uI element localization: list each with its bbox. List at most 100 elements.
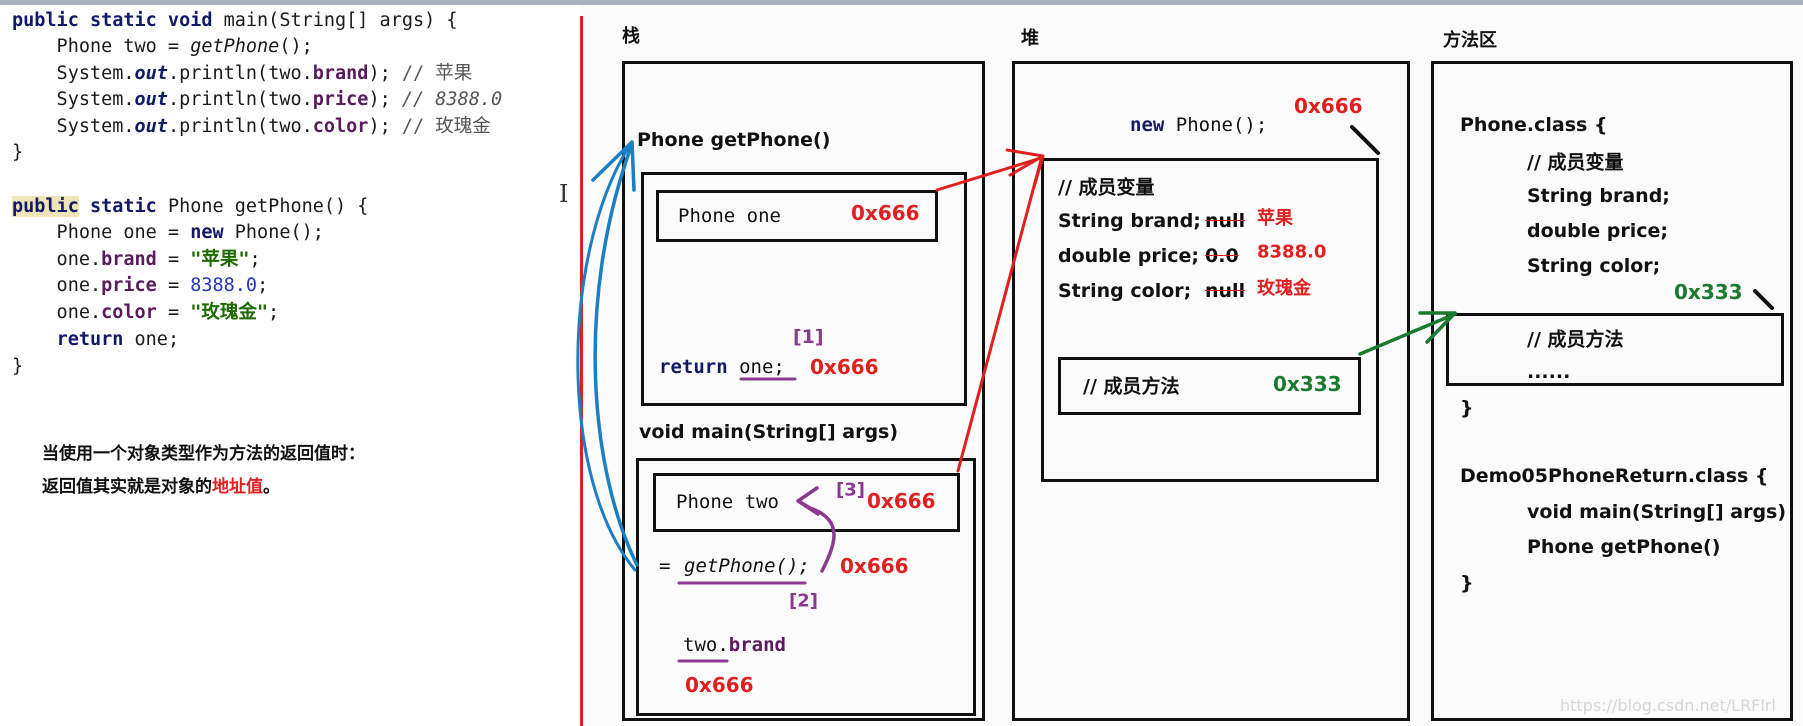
code-token: out xyxy=(134,63,168,84)
code-token: = xyxy=(156,275,191,296)
code-line: one.price = 8388.0; xyxy=(12,273,269,299)
heap-field-value: 8388.0 xyxy=(1257,241,1327,263)
code-token: } xyxy=(12,356,24,377)
var-one-box xyxy=(656,190,938,242)
heap-field-default: null xyxy=(1205,280,1246,302)
watermark: https://blog.csdn.net/LRFlrl xyxy=(1560,696,1776,715)
code-line: System.out.println(two.price); // 8388.0 xyxy=(12,87,503,113)
note-suffix: 。 xyxy=(263,477,280,497)
code-token: getPhone xyxy=(190,36,280,57)
code-line: Phone one = new Phone(); xyxy=(12,220,324,246)
code-token: price xyxy=(101,275,157,296)
main-frame-title: void main(String[] args) xyxy=(639,421,899,443)
return-addr: 0x666 xyxy=(810,355,879,379)
class-methods-ellipsis: ...... xyxy=(1527,361,1571,383)
code-token: .println(two. xyxy=(167,116,313,137)
heap-field-default: null xyxy=(1205,210,1246,232)
field-access: two.brand xyxy=(683,634,786,656)
code-token: color xyxy=(312,116,369,137)
code-token: brand xyxy=(101,249,157,270)
main-frame xyxy=(636,458,976,716)
return-keyword: return xyxy=(659,356,728,378)
code-token: new xyxy=(190,222,224,243)
class-slash xyxy=(1753,289,1774,310)
green-arrowhead-icon xyxy=(1418,311,1457,344)
code-token: out xyxy=(134,89,168,110)
code-token: ; xyxy=(257,275,269,296)
heap-field-decl: String color; xyxy=(1058,280,1192,302)
code-line: one.brand = "苹果"; xyxy=(12,247,261,273)
code-token: public xyxy=(12,196,79,217)
return-statement: return one; xyxy=(659,356,785,378)
code-line: } xyxy=(12,354,23,380)
code-line: Phone two = getPhone(); xyxy=(12,34,313,60)
code-token: ); xyxy=(368,89,402,110)
getphone-frame-title: Phone getPhone() xyxy=(637,129,831,151)
heap-field-value: 玫瑰金 xyxy=(1257,278,1311,299)
code-token: public static void xyxy=(12,10,224,31)
getphone-frame xyxy=(641,172,967,406)
class-methods-comment: // 成员方法 xyxy=(1527,328,1624,351)
new-keyword: new xyxy=(1130,114,1165,136)
code-token: ); xyxy=(368,63,402,84)
code-token: "苹果" xyxy=(190,249,250,270)
heap-methods-box xyxy=(1058,357,1361,415)
code-line: public static Phone getPhone() { xyxy=(12,194,368,220)
code-token: ; xyxy=(249,249,261,270)
code-token: brand xyxy=(312,63,369,84)
new-expr: Phone(); xyxy=(1175,114,1268,136)
access-field: brand xyxy=(728,634,786,656)
demo-method: void main(String[] args) xyxy=(1527,501,1787,523)
code-token: Phone one = xyxy=(12,222,191,243)
heap-slash xyxy=(1350,125,1380,155)
var-two-box xyxy=(653,473,960,532)
class-field: double price; xyxy=(1527,220,1669,242)
access-addr: 0x666 xyxy=(685,673,754,697)
blue-call-arrow xyxy=(593,142,639,567)
code-token: one. xyxy=(12,249,102,270)
phone-class-close: } xyxy=(1460,397,1474,419)
code-line: System.out.println(two.color); // 玫瑰金 xyxy=(12,114,491,140)
return-expr: one; xyxy=(739,356,785,378)
top-bar xyxy=(0,0,1803,5)
code-token: main(String[] args) { xyxy=(223,10,458,31)
assign-call: getPhone(); xyxy=(684,555,810,577)
red-arrowhead-icon xyxy=(1005,148,1045,189)
code-line: return one; xyxy=(12,327,180,353)
heap-box xyxy=(1012,61,1410,721)
code-token: one. xyxy=(12,275,102,296)
note-line-1: 当使用一个对象类型作为方法的返回值时： xyxy=(42,444,365,464)
demo-class-close: } xyxy=(1460,572,1474,594)
code-token: = xyxy=(156,249,191,270)
var-two-label: Phone two xyxy=(676,491,779,513)
code-token: ); xyxy=(368,116,402,137)
red-ref-arrow-one xyxy=(935,156,1043,192)
code-token: color xyxy=(101,302,157,323)
red-ref-arrow-two xyxy=(956,158,1043,473)
demo-class-open: Demo05PhoneReturn.class { xyxy=(1460,465,1769,487)
method-area-title: 方法区 xyxy=(1443,30,1497,51)
class-field: String brand; xyxy=(1527,185,1670,207)
code-token: System. xyxy=(12,89,135,110)
note-prefix: 返回值其实就是对象的 xyxy=(42,477,212,497)
code-token: // 苹果 xyxy=(401,63,473,84)
note-highlight: 地址值 xyxy=(212,477,263,497)
code-token: .println(two. xyxy=(167,63,313,84)
code-token: one; xyxy=(123,329,180,350)
stack-box xyxy=(622,61,985,721)
heap-members-comment: // 成员变量 xyxy=(1058,176,1155,199)
heap-field-decl: double price; xyxy=(1058,245,1200,267)
assign-addr: 0x666 xyxy=(840,554,909,578)
assign-eq: = xyxy=(659,555,671,577)
code-editor[interactable] xyxy=(0,5,580,726)
class-methods-box xyxy=(1446,313,1784,386)
code-line: } xyxy=(12,140,23,166)
step-2-label: [2] xyxy=(789,590,818,612)
code-token: // 8388.0 xyxy=(401,89,503,110)
code-token: ; xyxy=(268,302,280,323)
demo-method: Phone getPhone() xyxy=(1527,536,1721,558)
code-token: one. xyxy=(12,302,102,323)
heap-field-value: 苹果 xyxy=(1257,208,1293,229)
code-token: static xyxy=(78,196,168,217)
